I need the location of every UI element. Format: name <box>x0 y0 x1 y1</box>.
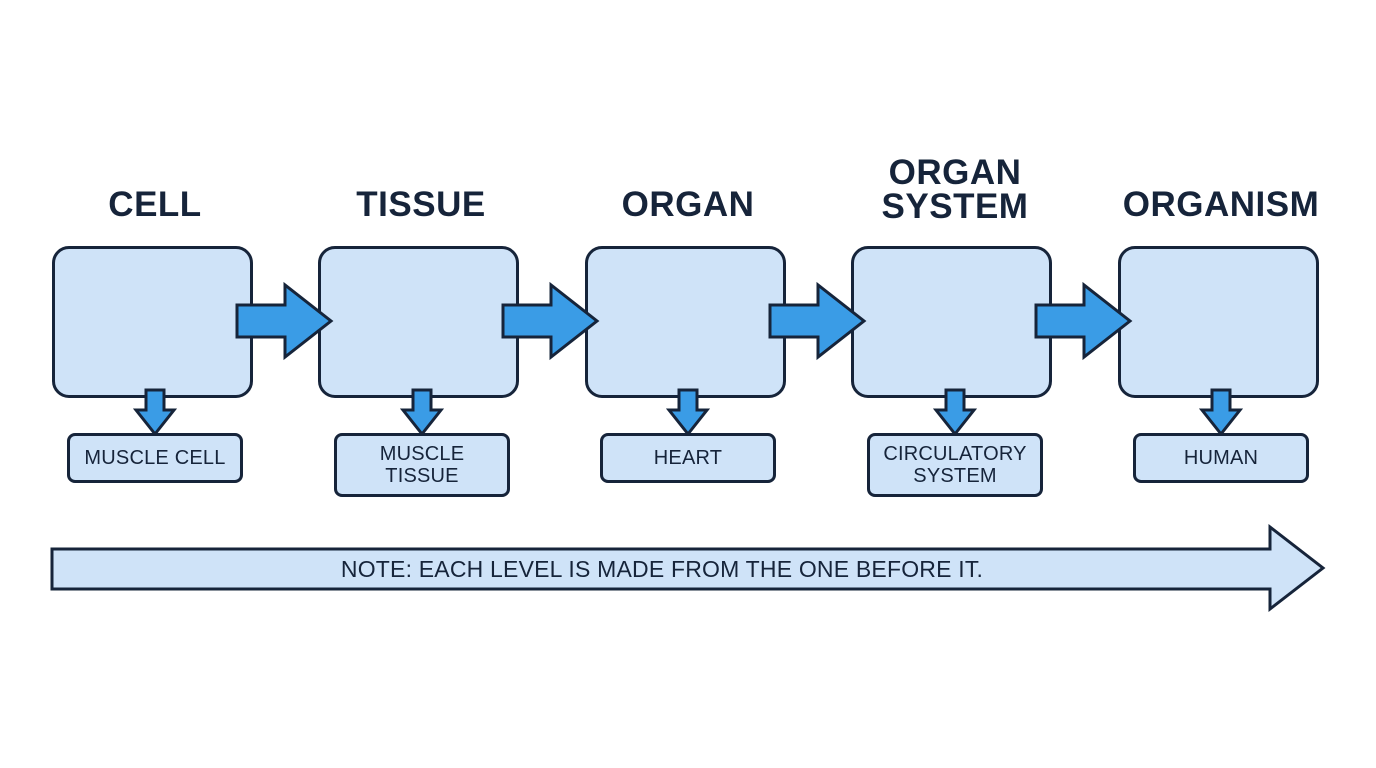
down-arrow-cell <box>132 388 178 437</box>
example-label-human: HUMAN <box>1183 447 1259 469</box>
example-label-muscle-cell: MUSCLE CELL <box>84 447 226 469</box>
right-arrow-tissue-organ <box>501 281 600 361</box>
level-title-tissue: TISSUE <box>356 185 486 224</box>
level-box-cell <box>52 246 253 398</box>
example-box-heart: HEART <box>600 433 776 483</box>
level-title-organism: ORGANISM <box>1122 185 1320 224</box>
right-arrow-system-organism <box>1034 281 1133 361</box>
level-box-organ <box>585 246 786 398</box>
level-title-organ-system: ORGAN SYSTEM <box>881 153 1029 226</box>
down-arrow-organ <box>665 388 711 437</box>
example-label-circulatory-system: CIRCULATORY SYSTEM <box>883 443 1027 487</box>
example-box-circulatory-system: CIRCULATORY SYSTEM <box>867 433 1043 497</box>
example-box-muscle-tissue: MUSCLE TISSUE <box>334 433 510 497</box>
right-arrow-cell-tissue <box>235 281 334 361</box>
level-box-organism <box>1118 246 1319 398</box>
example-label-heart: HEART <box>653 447 723 469</box>
note-text: NOTE: EACH LEVEL IS MADE FROM THE ONE BE… <box>340 555 984 582</box>
level-title-cell: CELL <box>108 185 202 224</box>
down-arrow-organism <box>1198 388 1244 437</box>
example-label-muscle-tissue: MUSCLE TISSUE <box>379 443 465 487</box>
level-box-tissue <box>318 246 519 398</box>
example-box-human: HUMAN <box>1133 433 1309 483</box>
level-title-organ: ORGAN <box>621 185 755 224</box>
example-box-muscle-cell: MUSCLE CELL <box>67 433 243 483</box>
right-arrow-organ-system <box>768 281 867 361</box>
note-arrow <box>50 523 1326 613</box>
down-arrow-tissue <box>399 388 445 437</box>
down-arrow-organ-system <box>932 388 978 437</box>
